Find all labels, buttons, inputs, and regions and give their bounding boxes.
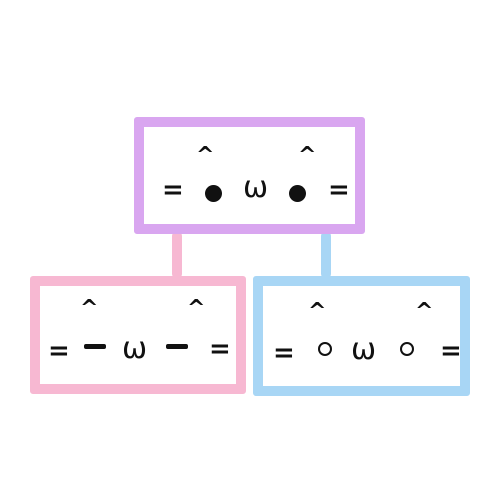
left-whisker-icon: = [273,338,295,368]
right-cat-face: ^ ^ = ω = [263,286,462,386]
top-cat-box: ^ ^ = ω = [134,117,365,234]
right-eye-icon [166,344,188,349]
left-whisker-icon: = [48,336,70,366]
left-eye-icon [84,344,106,349]
left-ear-icon: ^ [80,296,99,321]
mouth-icon: ω [122,331,148,366]
right-ear-icon: ^ [298,143,317,168]
right-eye-icon [289,185,306,202]
left-cat-box: ^ ^ = ω = [30,276,246,394]
left-ear-icon: ^ [308,299,327,324]
right-ear-icon: ^ [187,296,206,321]
right-whisker-icon: = [440,336,462,366]
connector-left [172,232,182,278]
left-whisker-icon: = [162,175,184,205]
mouth-icon: ω [243,170,269,205]
top-cat-face: ^ ^ = ω = [144,127,355,224]
left-eye-icon [318,342,332,356]
right-whisker-icon: = [328,175,350,205]
left-eye-icon [205,185,222,202]
right-eye-icon [400,342,414,356]
left-cat-face: ^ ^ = ω = [40,286,236,384]
mouth-icon: ω [351,332,377,367]
left-ear-icon: ^ [196,143,215,168]
right-ear-icon: ^ [415,299,434,324]
right-cat-box: ^ ^ = ω = [253,276,470,396]
right-whisker-icon: = [209,334,231,364]
connector-right [321,232,331,278]
